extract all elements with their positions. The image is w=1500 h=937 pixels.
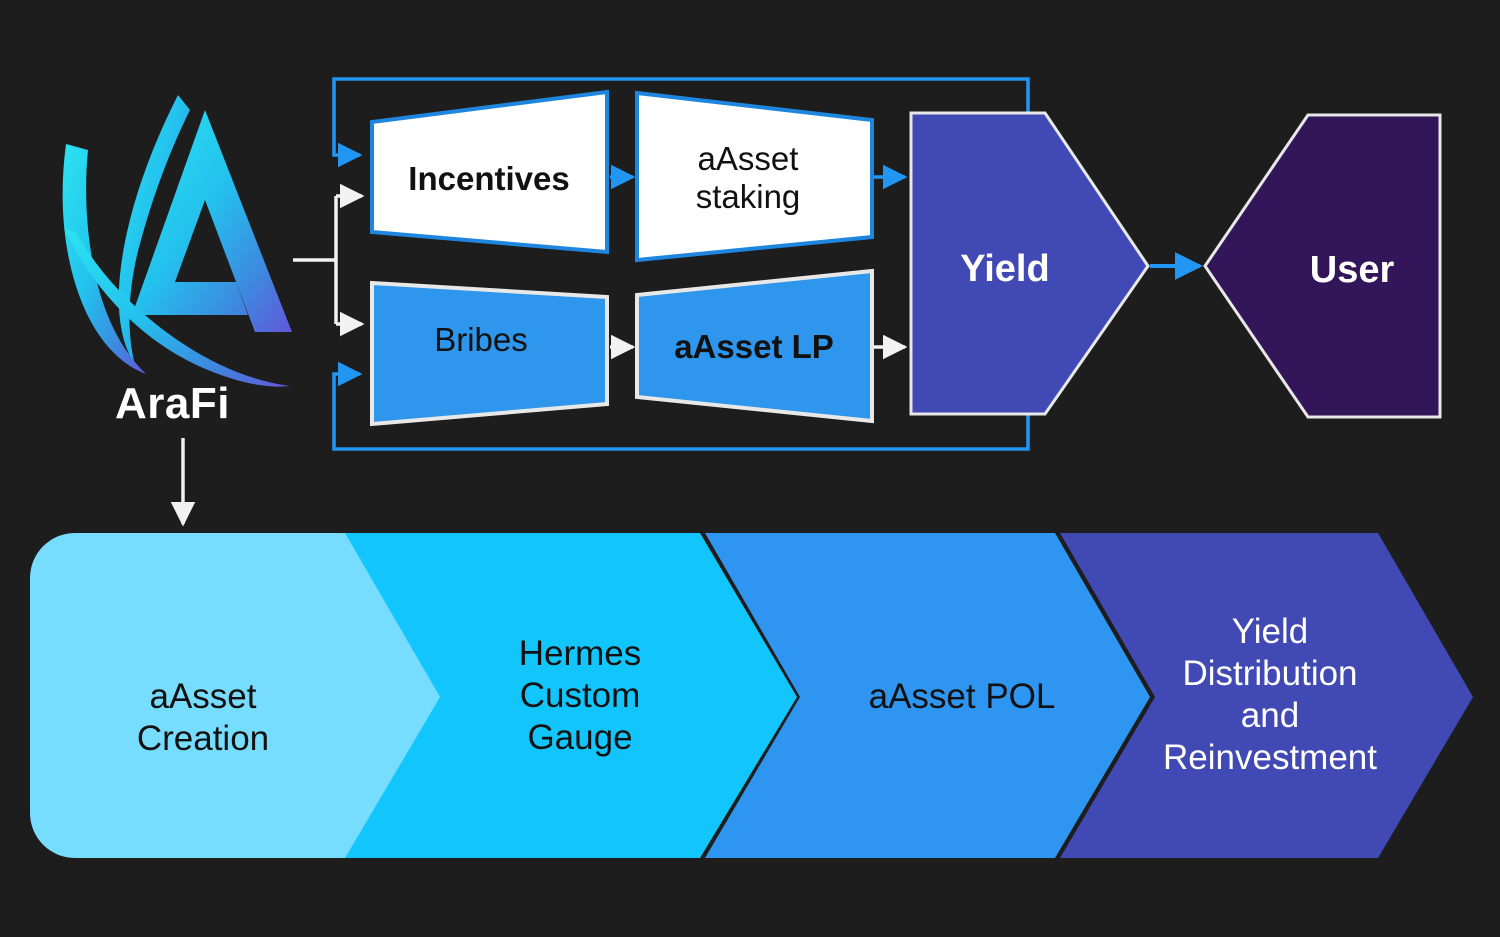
pipeline-step-aasset-creation[interactable]: aAsset Creation (30, 533, 495, 858)
pipeline-step-1-line2: Creation (137, 719, 269, 758)
node-aasset-staking-label-line2: staking (696, 178, 801, 215)
arafi-to-incentives (293, 183, 365, 324)
yield-feedback-bottom (332, 361, 1030, 451)
pipeline-step-4-line3: and (1241, 696, 1299, 735)
node-incentives-label: Incentives (408, 160, 569, 197)
brand-name: AraFi (115, 379, 230, 428)
pipeline-step-aasset-pol[interactable]: aAsset POL (705, 533, 1150, 858)
node-user[interactable]: User (1203, 113, 1442, 419)
node-incentives[interactable]: Incentives (370, 89, 609, 255)
pipeline-step-2-line2: Custom (520, 676, 641, 715)
node-aasset-lp-label: aAsset LP (674, 328, 834, 365)
pipeline-step-4-line4: Reinvestment (1163, 738, 1377, 777)
pipeline-step-2-line1: Hermes (519, 634, 642, 673)
node-yield-label: Yield (960, 248, 1049, 290)
node-bribes-label: Bribes (434, 321, 528, 358)
pipeline-step-hermes-custom-gauge[interactable]: Hermes Custom Gauge (345, 533, 797, 858)
yield-feedback-top (332, 77, 1030, 168)
node-aasset-lp[interactable]: aAsset LP (635, 268, 874, 424)
pipeline-step-1-line1: aAsset (150, 677, 257, 716)
node-yield[interactable]: Yield (909, 111, 1150, 416)
pipeline-step-3-line1: aAsset POL (869, 677, 1056, 716)
pipeline-step-yield-distribution[interactable]: Yield Distribution and Reinvestment (1060, 533, 1473, 858)
node-bribes[interactable]: Bribes (370, 280, 609, 427)
arafi-logo-icon (62, 95, 292, 387)
pipeline-step-4-line2: Distribution (1182, 654, 1357, 693)
pipeline-step-2-line3: Gauge (527, 718, 632, 757)
node-user-label: User (1310, 249, 1395, 291)
node-aasset-staking-label-line1: aAsset (698, 140, 799, 177)
pipeline-step-4-line1: Yield (1232, 612, 1309, 651)
node-aasset-staking[interactable]: aAsset staking (635, 90, 874, 263)
